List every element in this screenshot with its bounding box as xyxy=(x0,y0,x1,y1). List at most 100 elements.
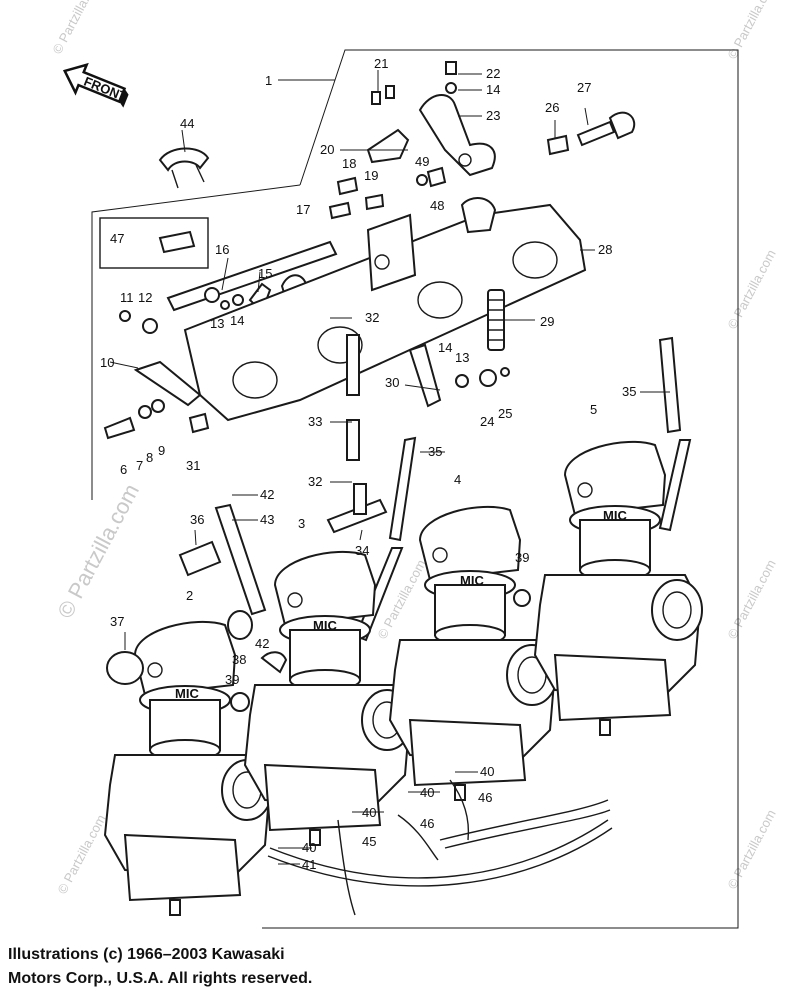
callout: 32 xyxy=(365,310,379,325)
callout: 49 xyxy=(415,154,429,169)
carb-badge-3: MIC xyxy=(313,618,337,633)
callout: 32 xyxy=(308,474,322,489)
front-arrow: FRONT xyxy=(62,62,129,108)
callout: 22 xyxy=(486,66,500,81)
callout: 44 xyxy=(180,116,194,131)
carburetor-2: MIC xyxy=(104,620,273,916)
spring-26 xyxy=(546,134,570,156)
carb-badge-4: MIC xyxy=(460,573,484,588)
callout: 46 xyxy=(420,816,434,831)
callout: 34 xyxy=(355,543,369,558)
watermark-bottom-right: © Partzilla.com xyxy=(724,807,778,891)
carburetor-5: MIC xyxy=(534,440,703,736)
callout: 37 xyxy=(110,614,124,629)
callout: 27 xyxy=(577,80,591,95)
callout: 25 xyxy=(498,406,512,421)
carb-badge-5: MIC xyxy=(603,508,627,523)
callout: 35 xyxy=(428,444,442,459)
fitting-36 xyxy=(178,540,222,577)
callout: 23 xyxy=(486,108,500,123)
callout: 40 xyxy=(302,840,316,855)
callout: 6 xyxy=(120,462,127,477)
inset-box-47 xyxy=(99,217,209,269)
fuel-tubes xyxy=(214,334,692,642)
callout: 7 xyxy=(136,458,143,473)
copyright-caption: Illustrations (c) 1966–2003 Kawasaki Mot… xyxy=(8,943,768,991)
callout: 13 xyxy=(210,316,224,331)
callout: 3 xyxy=(298,516,305,531)
adjust-screw-27 xyxy=(576,111,636,147)
clip-44 xyxy=(158,147,210,189)
throttle-cam-23 xyxy=(418,94,496,177)
callout: 9 xyxy=(158,443,165,458)
bracket-47 xyxy=(158,230,196,254)
callout: 40 xyxy=(480,764,494,779)
callout: 48 xyxy=(430,198,444,213)
callout: 1 xyxy=(265,73,272,88)
callout: 14 xyxy=(438,340,452,355)
callout: 10 xyxy=(100,355,114,370)
manifold-plate-28 xyxy=(183,197,587,422)
assembly-outline xyxy=(91,49,739,929)
callout-labels: 1 2 3 4 5 6 7 8 9 10 11 12 13 13 14 14 1… xyxy=(100,56,636,872)
callout: 13 xyxy=(455,350,469,365)
callout: 14 xyxy=(486,82,500,97)
lever-20 xyxy=(366,128,410,164)
caption-line-2: Motors Corp., U.S.A. All rights reserved… xyxy=(8,970,313,987)
callout: 46 xyxy=(478,790,492,805)
callout: 18 xyxy=(342,156,356,171)
carburetor-3: MIC xyxy=(244,550,413,846)
callout: 20 xyxy=(320,142,334,157)
watermark-left: © Partzilla.com xyxy=(52,480,144,623)
carburetor-4: MIC xyxy=(389,505,558,801)
callout: 42 xyxy=(255,636,269,651)
callout: 41 xyxy=(302,857,316,872)
spring-29 xyxy=(487,289,505,351)
watermark-top-left: © Partzilla.com xyxy=(49,0,103,56)
callout: 35 xyxy=(622,384,636,399)
lever-30 xyxy=(408,343,442,408)
callout: 2 xyxy=(186,588,193,603)
callout: 47 xyxy=(110,231,124,246)
callout: 38 xyxy=(232,652,246,667)
screws-top xyxy=(328,61,457,220)
callout: 39 xyxy=(225,672,239,687)
callout: 21 xyxy=(374,56,388,71)
callout: 24 xyxy=(480,414,494,429)
small-parts-mid-right xyxy=(455,367,510,388)
callout: 42 xyxy=(260,487,274,502)
callout: 12 xyxy=(138,290,152,305)
caption-line-1: Illustrations (c) 1966–2003 Kawasaki xyxy=(8,946,285,963)
callout: 29 xyxy=(540,314,554,329)
callout: 30 xyxy=(385,375,399,390)
callout: 43 xyxy=(260,512,274,527)
leader-lines xyxy=(109,70,670,865)
callout: 33 xyxy=(308,414,322,429)
callout: 4 xyxy=(454,472,461,487)
callout: 39 xyxy=(515,550,529,565)
front-label: FRONT xyxy=(82,74,129,105)
callout: 16 xyxy=(215,242,229,257)
small-parts-carb xyxy=(106,589,531,712)
callout: 11 xyxy=(120,290,134,305)
watermark-top-right: © Partzilla.com xyxy=(724,0,778,61)
callout: 40 xyxy=(362,805,376,820)
callout: 40 xyxy=(420,785,434,800)
callout: 14 xyxy=(230,313,244,328)
vent-hoses xyxy=(267,779,613,916)
callout: 8 xyxy=(146,450,153,465)
small-parts-left xyxy=(103,294,244,440)
callout: 19 xyxy=(364,168,378,183)
carb-badge-2: MIC xyxy=(175,686,199,701)
watermark-bottom-left: © Partzilla.com xyxy=(54,812,108,896)
callout: 26 xyxy=(545,100,559,115)
watermark-right-low: © Partzilla.com xyxy=(724,557,778,641)
callout: 15 xyxy=(258,266,272,281)
watermark-right: © Partzilla.com xyxy=(724,247,778,331)
callout: 45 xyxy=(362,834,376,849)
callout: 36 xyxy=(190,512,204,527)
callout: 31 xyxy=(186,458,200,473)
callout: 5 xyxy=(590,402,597,417)
callout: 17 xyxy=(296,202,310,217)
